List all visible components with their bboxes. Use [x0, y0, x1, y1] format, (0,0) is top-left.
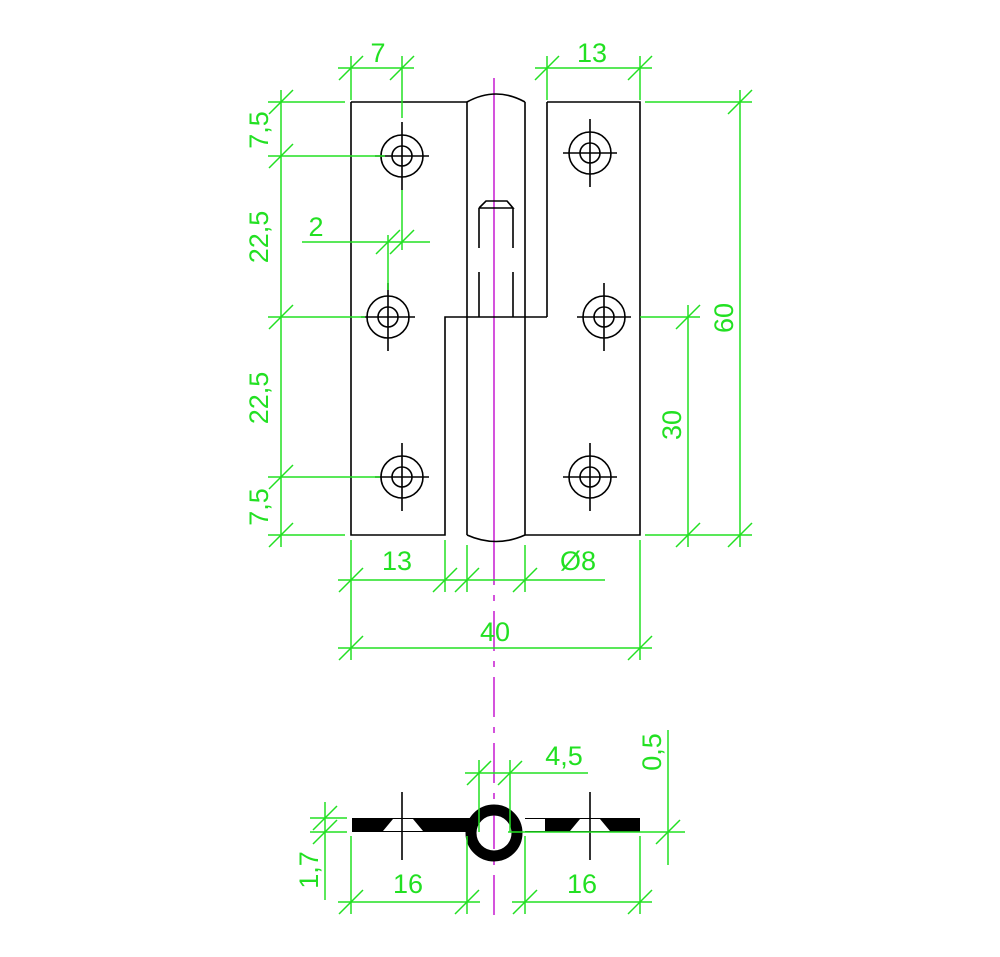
hole: [563, 443, 617, 511]
dim-13-bottom: 13: [382, 546, 412, 576]
front-view: [350, 93, 641, 543]
hole: [361, 283, 415, 351]
dim-2: 2: [308, 212, 323, 242]
hole-crosshair: [361, 283, 415, 351]
dim-22-5-lower: 22,5: [244, 372, 274, 425]
hole-crosshair: [375, 443, 429, 511]
holes: [361, 119, 631, 511]
dim-diameter-8: Ø8: [560, 546, 596, 576]
dim-60: 60: [709, 303, 739, 333]
dim-22-5-upper: 22,5: [244, 211, 274, 264]
dim-30: 30: [657, 410, 687, 440]
section-view: [352, 792, 640, 862]
knuckle: [466, 93, 526, 543]
dim-7-5-top: 7,5: [244, 111, 274, 149]
pin: [478, 200, 515, 317]
leaf-outline: [350, 101, 641, 536]
dimension-lines: [268, 55, 753, 915]
dim-1-7: 1,7: [294, 851, 324, 889]
dim-4-5: 4,5: [545, 741, 583, 771]
hole-crosshair: [563, 443, 617, 511]
dim-13-top: 13: [577, 38, 607, 68]
dim-40: 40: [480, 617, 510, 647]
hole-crosshair: [577, 283, 631, 351]
dim-16-left: 16: [393, 869, 423, 899]
gap: [525, 819, 545, 831]
dim-0-5: 0,5: [637, 733, 667, 771]
hole-crosshair: [563, 119, 617, 187]
dim-16-right: 16: [567, 869, 597, 899]
knuckle-section: [465, 804, 523, 862]
countersink-left: [383, 819, 423, 831]
hole: [563, 119, 617, 187]
hole: [375, 443, 429, 511]
dim-7-5-bottom: 7,5: [244, 488, 274, 526]
dim-7: 7: [370, 38, 385, 68]
hole: [577, 283, 631, 351]
